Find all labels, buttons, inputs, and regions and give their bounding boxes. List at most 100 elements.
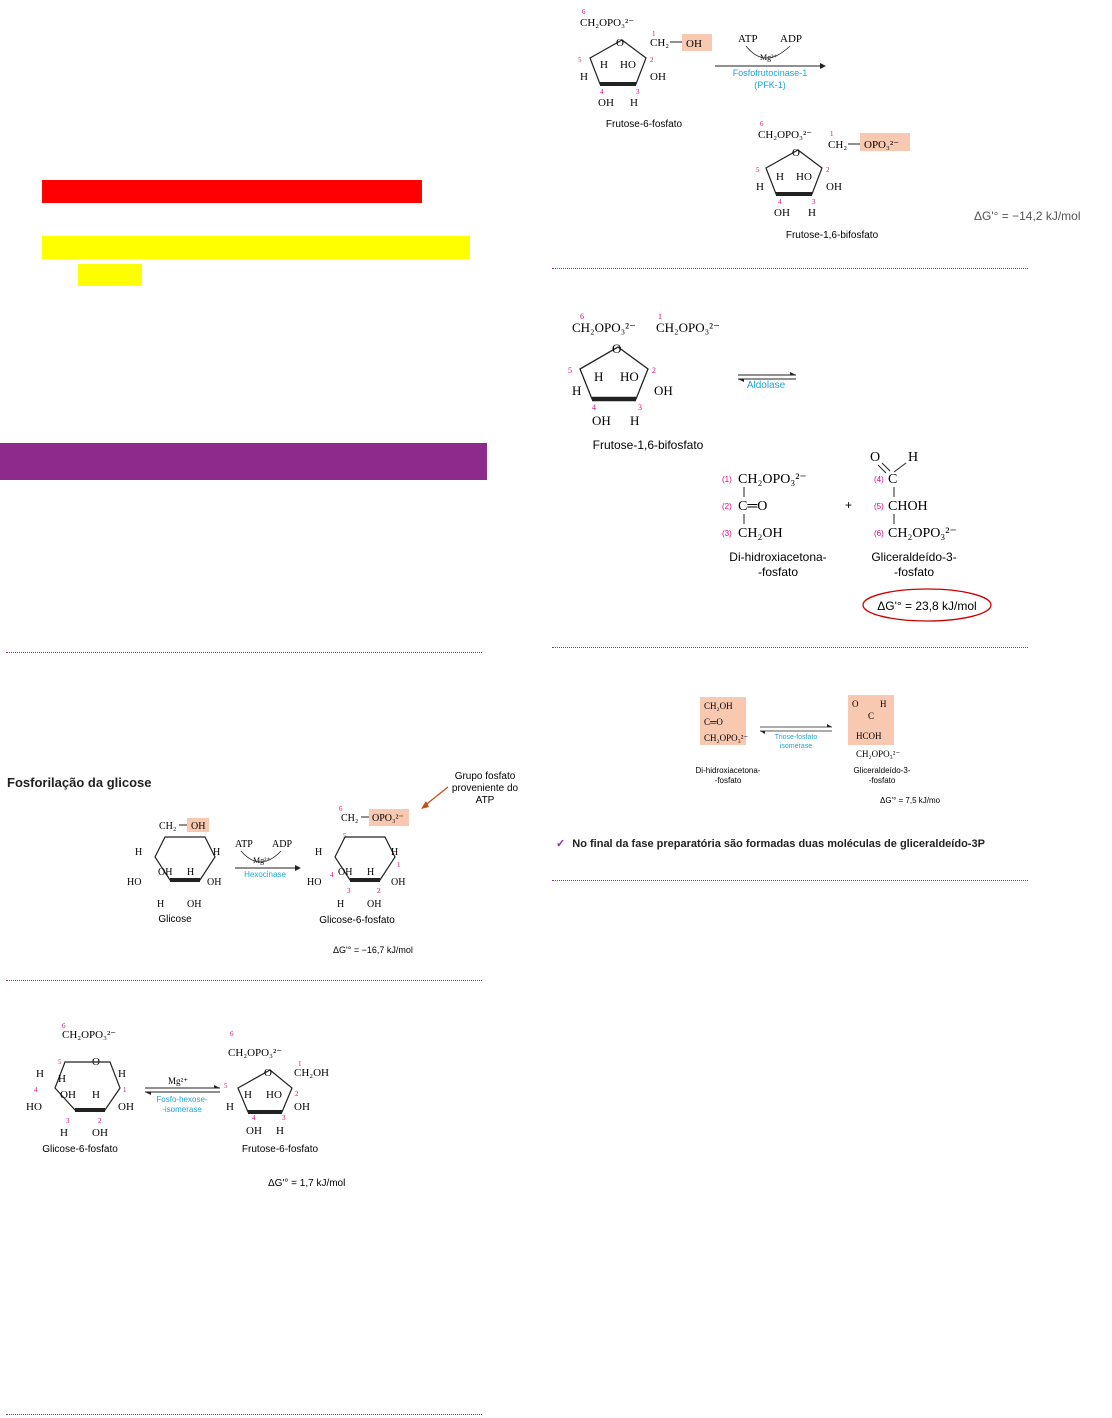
svg-text:H: H: [213, 847, 220, 858]
svg-text:4: 4: [34, 1086, 38, 1094]
divider: [6, 652, 482, 653]
svg-text:1: 1: [123, 1086, 127, 1094]
reaction-phosphohexose-isomerase: 6 CH₂OPO₃²⁻ 5 O H H H HO OH OH H H OH 4 …: [26, 1022, 345, 1189]
product-name: Frutose-1,6-bifosfato: [786, 230, 879, 241]
svg-text:4: 4: [778, 198, 782, 206]
svg-text:CHOH: CHOH: [888, 499, 928, 514]
svg-text:OH: OH: [686, 38, 702, 50]
yellow-highlight-bar-small: [78, 264, 142, 286]
svg-text:C: C: [868, 711, 874, 721]
divider: [6, 980, 482, 981]
svg-text:ATP: ATP: [738, 33, 758, 45]
svg-text:4: 4: [252, 1114, 256, 1122]
equilibrium-arrows-aldolase: Aldolase: [738, 372, 796, 391]
svg-text:(2): (2): [722, 502, 732, 511]
svg-text:Di-hidroxiacetona-: Di-hidroxiacetona-: [696, 766, 761, 775]
svg-text:1: 1: [658, 312, 662, 321]
product-name: Frutose-6-fosfato: [242, 1144, 319, 1155]
svg-text:H: H: [157, 899, 164, 910]
svg-text:HCOH: HCOH: [856, 731, 882, 741]
svg-text:CH₂OPO₃²⁻: CH₂OPO₃²⁻: [856, 749, 900, 759]
fructose-1-6-bisphosphate-structure: 6 CH₂OPO₃²⁻ 1 CH₂OPO₃²⁻ O 5 2 H H HO OH …: [568, 312, 720, 452]
svg-text:H: H: [630, 413, 639, 428]
reaction-aldolase: 6 CH₂OPO₃²⁻ 1 CH₂OPO₃²⁻ O 5 2 H H HO OH …: [568, 312, 992, 622]
svg-text:H: H: [580, 71, 588, 83]
svg-text:H: H: [135, 847, 142, 858]
svg-text:Di-hidroxiacetona-: Di-hidroxiacetona-: [729, 550, 826, 564]
svg-text:H: H: [391, 847, 398, 858]
svg-text:H: H: [630, 97, 638, 109]
svg-text:3: 3: [636, 88, 640, 96]
svg-text:H: H: [808, 207, 816, 219]
svg-text:Triose-fosfato: Triose-fosfato: [775, 734, 818, 741]
svg-text:CH₂OPO₃²⁻: CH₂OPO₃²⁻: [228, 1047, 282, 1059]
svg-text:2: 2: [295, 1090, 299, 1098]
svg-text:H: H: [226, 1101, 234, 1113]
fructose-6-phosphate-structure: 6 CH₂OPO₃²⁻ 1 CH₂ OH O 5 2 H H HO OH 4 3…: [578, 8, 712, 130]
svg-text:H: H: [118, 1068, 126, 1080]
svg-text:6: 6: [339, 805, 343, 813]
svg-text:Fosfofrutocinase-1: Fosfofrutocinase-1: [733, 68, 808, 78]
svg-text:OH: OH: [118, 1101, 134, 1113]
svg-text:H: H: [36, 1068, 44, 1080]
glyceraldehyde-3-phosphate-structure: O H (4) C (5) CHOH (6) CH₂OPO₃²⁻ Glicera…: [870, 450, 957, 579]
svg-text:H: H: [776, 171, 784, 183]
svg-text:3: 3: [638, 403, 642, 412]
svg-text:CH₂OPO₃²⁻: CH₂OPO₃²⁻: [656, 320, 720, 335]
section-title-fosforilacao: Fosforilação da glicose: [7, 775, 152, 790]
svg-text:Gliceraldeído-3-: Gliceraldeído-3-: [854, 766, 911, 775]
glucose-structure: CH₂ OH H H HO OH OH H H OH Glicose: [127, 818, 221, 925]
svg-text:H: H: [187, 867, 194, 878]
svg-text:5: 5: [568, 366, 572, 375]
svg-text:C═O: C═O: [738, 499, 767, 514]
svg-text:3: 3: [812, 198, 816, 206]
fructose-1-6-bisphosphate-structure: 6 CH₂OPO₃²⁻ 1 CH₂ OPO₃²⁻ O 5 2 H H HO OH…: [756, 120, 910, 241]
svg-text:1: 1: [652, 30, 656, 38]
svg-text:CH₂OPO₃²⁻: CH₂OPO₃²⁻: [704, 733, 748, 743]
svg-text:-fosfato: -fosfato: [758, 565, 798, 579]
svg-text:H: H: [60, 1127, 68, 1139]
svg-text:OH: OH: [654, 383, 673, 398]
svg-text:CH₂OPO₃²⁻: CH₂OPO₃²⁻: [62, 1029, 116, 1041]
svg-text:HO: HO: [620, 369, 639, 384]
equilibrium-arrows: Mg²⁺ Fosfo-hexose- -isomerase: [145, 1076, 220, 1114]
svg-text:OH: OH: [826, 181, 842, 193]
conclusion-line: ✓ No final da fase preparatória são form…: [556, 837, 985, 850]
svg-text:Mg²⁺: Mg²⁺: [253, 856, 271, 865]
delta-g: ΔG'° = 7,5 kJ/mol: [880, 796, 940, 805]
svg-text:2: 2: [652, 366, 656, 375]
svg-text:6: 6: [760, 120, 764, 128]
svg-text:OPO₃²⁻: OPO₃²⁻: [372, 813, 404, 824]
svg-text:-fosfato: -fosfato: [894, 565, 934, 579]
svg-text:-isomerase: -isomerase: [162, 1105, 202, 1114]
svg-text:OH: OH: [598, 97, 614, 109]
delta-g: ΔG'° = 1,7 kJ/mol: [268, 1178, 345, 1189]
svg-text:OH: OH: [592, 413, 611, 428]
glucose-6-phosphate-structure: 6 CH₂OPO₃²⁻ 5 O H H H HO OH OH H H OH 4 …: [26, 1022, 134, 1155]
svg-text:-fosfato: -fosfato: [715, 776, 742, 785]
svg-text:4: 4: [592, 403, 596, 412]
svg-text:(1): (1): [722, 475, 732, 484]
divider: [6, 1414, 482, 1415]
svg-text:5: 5: [756, 166, 760, 174]
svg-text:CH₂OPO₃²⁻: CH₂OPO₃²⁻: [580, 17, 634, 29]
svg-text:O: O: [264, 1067, 272, 1079]
purple-section-band: [0, 443, 487, 480]
svg-text:H: H: [367, 867, 374, 878]
svg-text:OH: OH: [158, 867, 172, 878]
reaction-arrow-hexocinase: ATP ADP Mg²⁺ Hexocinase: [235, 839, 301, 879]
svg-text:H: H: [600, 59, 608, 71]
annotation-line-1: Grupo fosfato: [455, 771, 516, 782]
svg-text:CH₂: CH₂: [159, 821, 176, 832]
svg-text:CH₂OPO₃²⁻: CH₂OPO₃²⁻: [572, 320, 636, 335]
substrate-name: Glicose-6-fosfato: [42, 1144, 118, 1155]
red-highlight-bar: [42, 180, 422, 203]
svg-text:CH₂OH: CH₂OH: [294, 1067, 329, 1079]
svg-text:HO: HO: [127, 877, 141, 888]
svg-text:OH: OH: [92, 1127, 108, 1139]
svg-text:HO: HO: [266, 1089, 282, 1101]
svg-text:H: H: [337, 899, 344, 910]
svg-text:1: 1: [830, 130, 834, 138]
svg-text:CH₂OPO₃²⁻: CH₂OPO₃²⁻: [758, 129, 812, 141]
svg-text:3: 3: [282, 1114, 286, 1122]
